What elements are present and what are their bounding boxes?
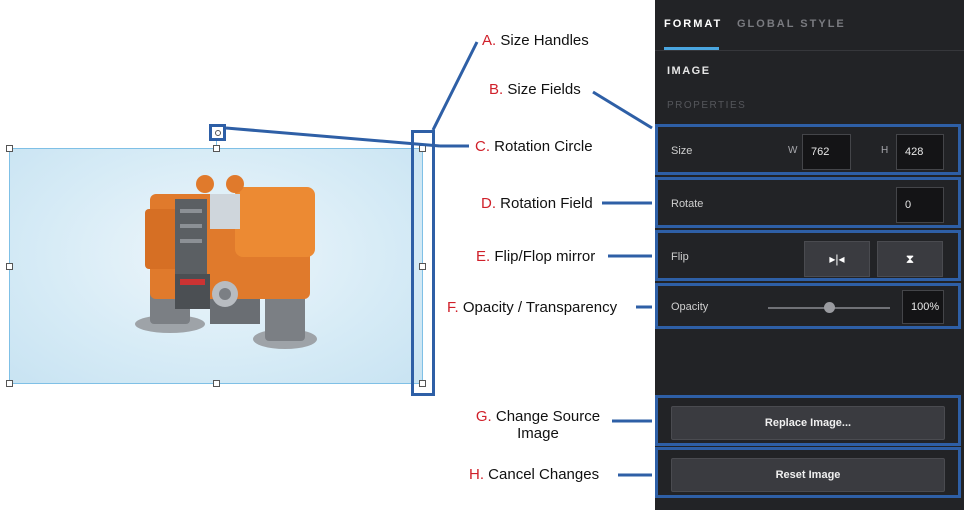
- flip-horizontal-icon: ▸|◂: [829, 252, 845, 266]
- selected-image[interactable]: [9, 148, 423, 384]
- opacity-field[interactable]: 100%: [902, 290, 944, 324]
- rotate-label: Rotate: [671, 198, 704, 210]
- panel-tabs: FORMAT GLOBAL STYLE: [655, 0, 964, 51]
- section-title: IMAGE: [667, 65, 711, 77]
- reset-image-button[interactable]: Reset Image: [671, 458, 945, 492]
- flip-label: Flip: [671, 251, 689, 263]
- size-handles-highlight: [411, 130, 435, 396]
- annotation-h: H. Cancel Changes: [469, 466, 600, 483]
- subsection-title: PROPERTIES: [667, 100, 747, 111]
- annotation-g: G. Change Source Image: [475, 408, 601, 442]
- robot-model-image: [135, 175, 317, 349]
- replace-image-row: Replace Image...: [655, 395, 961, 446]
- annotation-a: A. Size Handles: [482, 32, 589, 49]
- size-handle-top-left[interactable]: [6, 145, 13, 152]
- opacity-row: Opacity 100%: [655, 283, 961, 329]
- format-panel: FORMAT GLOBAL STYLE IMAGE PROPERTIES Siz…: [655, 0, 964, 510]
- annotation-c: C. Rotation Circle: [475, 138, 593, 155]
- tab-format[interactable]: FORMAT: [664, 18, 723, 30]
- flip-row: Flip ▸|◂ ⧗: [655, 230, 961, 281]
- size-handle-bottom-right[interactable]: [419, 380, 426, 387]
- size-handle-top[interactable]: [213, 145, 220, 152]
- tab-global-style[interactable]: GLOBAL STYLE: [737, 18, 846, 30]
- rotate-field[interactable]: 0: [896, 187, 944, 223]
- size-row: Size W 762 H 428: [655, 124, 961, 175]
- size-label: Size: [671, 145, 693, 157]
- annotation-f: F. Opacity / Transparency: [447, 299, 618, 316]
- opacity-label: Opacity: [671, 301, 709, 313]
- rotation-stem: [216, 140, 217, 148]
- opacity-slider-thumb[interactable]: [823, 302, 835, 313]
- reset-image-row: Reset Image: [655, 447, 961, 498]
- rotation-circle-highlight: [209, 124, 226, 141]
- width-field[interactable]: 762: [802, 134, 851, 170]
- rotation-circle-handle[interactable]: [215, 130, 221, 136]
- flip-vertical-icon: ⧗: [905, 251, 915, 266]
- annotation-e: E. Flip/Flop mirror: [476, 248, 596, 265]
- flip-horizontal-button[interactable]: ▸|◂: [804, 241, 870, 277]
- size-handle-bottom[interactable]: [213, 380, 220, 387]
- height-field[interactable]: 428: [896, 134, 944, 170]
- height-prefix: H: [881, 145, 889, 156]
- active-tab-indicator: [664, 47, 719, 50]
- size-handle-bottom-left[interactable]: [6, 380, 13, 387]
- annotation-b: B. Size Fields: [489, 81, 581, 98]
- flip-vertical-button[interactable]: ⧗: [877, 241, 943, 277]
- replace-image-button[interactable]: Replace Image...: [671, 406, 945, 440]
- annotation-d: D. Rotation Field: [481, 195, 593, 212]
- size-handle-right[interactable]: [419, 263, 426, 270]
- size-handle-left[interactable]: [6, 263, 13, 270]
- rotate-row: Rotate 0: [655, 177, 961, 228]
- width-prefix: W: [788, 145, 798, 156]
